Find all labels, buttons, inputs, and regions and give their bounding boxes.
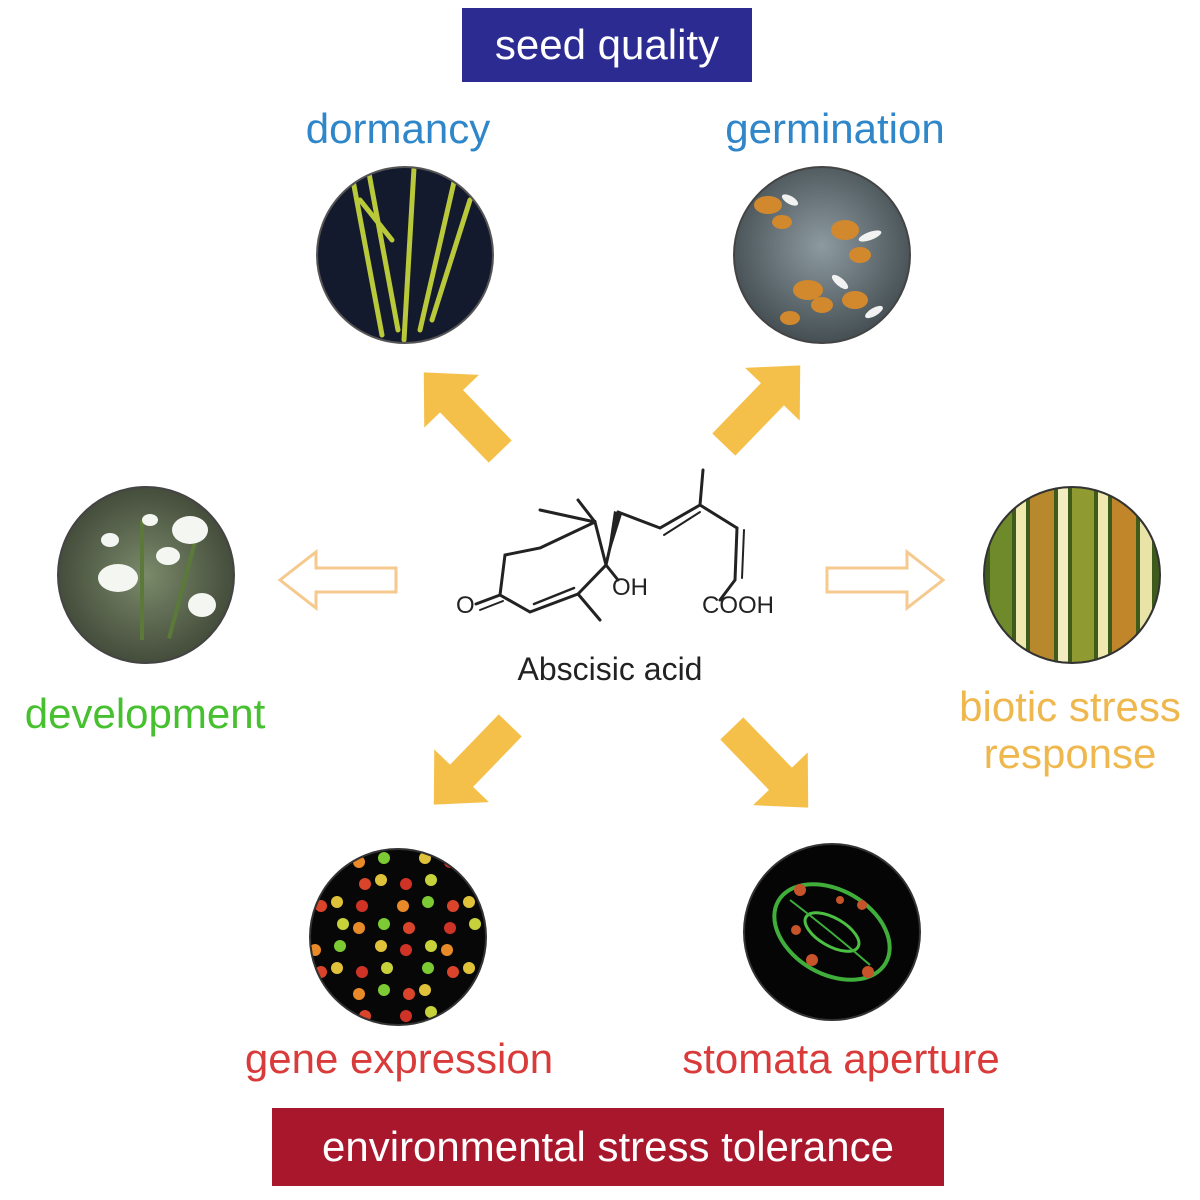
microarray-spot [311,878,321,890]
microarray-spot [463,962,475,974]
microarray-spot [444,922,456,934]
microarray-spot [469,852,481,864]
gene-expression-photo [309,848,487,1026]
microarray-spot [312,988,324,1000]
microarray-spot [425,1006,437,1018]
microarray-spot [466,1006,478,1018]
germination-photo [733,166,911,344]
biotic-stress-line: biotic stress [959,683,1181,730]
microarray-spot [425,874,437,886]
microarray-spot [403,922,415,934]
arrow-to-biotic-stress [825,548,946,612]
microarray-spot [312,856,324,868]
microarray-spot [447,900,459,912]
microarray-spot [469,918,481,930]
microarray-spot [400,944,412,956]
response-line: response [983,730,1157,778]
environmental-stress-tolerance-banner: environmental stress tolerance [272,1108,944,1186]
microarray-spot [403,988,415,1000]
microarray-spot [337,852,349,864]
microarray-spot [400,1010,412,1022]
dormancy-label: dormancy [305,105,491,152]
microarray-spot [419,984,431,996]
microarray-spot [356,966,368,978]
microarray-spot [337,918,349,930]
microarray-spot [375,874,387,886]
microarray-spot [381,962,393,974]
arrow-to-stomata-aperture [720,717,809,808]
stomata-aperture-label: stomata aperture [682,1035,1000,1082]
microarray-spot [359,878,371,890]
ketone-oxygen: O [456,592,475,619]
arrow-to-germination [712,365,801,456]
microarray-spot [315,900,327,912]
microarray-spot [353,922,365,934]
seed-quality-banner: seed quality [462,8,752,82]
dormancy-photo [316,166,494,344]
microarray-spot [331,962,343,974]
microarray-spot [331,896,343,908]
gene-expression-label: gene expression [244,1035,554,1082]
microarray-spot [334,940,346,952]
carboxyl-group: COOH [702,592,774,619]
abscisic-acid-label: Abscisic acid [517,651,703,687]
microarray-spot [375,940,387,952]
biotic-stress-photo [983,486,1161,664]
biotic-stress-response-label: biotic stress response [940,683,1200,777]
microarray-spot [441,944,453,956]
microarray-spot [447,966,459,978]
microarray-spot [400,878,412,890]
microarray-spot [425,940,437,952]
hydroxyl-group: OH [612,574,648,601]
microarray-spot [422,962,434,974]
microarray-spot [378,852,390,864]
wedge-bond [606,511,622,565]
development-photo [57,486,235,664]
microarray-spot [422,896,434,908]
microarray-spot [311,1010,321,1022]
microarray-spot [356,900,368,912]
microarray-spot [397,900,409,912]
microarray-spot [378,918,390,930]
microarray-spot [353,988,365,1000]
microarray-spot [378,984,390,996]
germination-label: germination [725,105,945,152]
arrow-to-gene-expression [433,714,522,805]
arrow-to-development [277,548,398,612]
microarray-spot [463,896,475,908]
stomata-photo [743,843,921,1021]
arrow-to-dormancy [423,372,512,463]
development-label: development [24,690,266,737]
